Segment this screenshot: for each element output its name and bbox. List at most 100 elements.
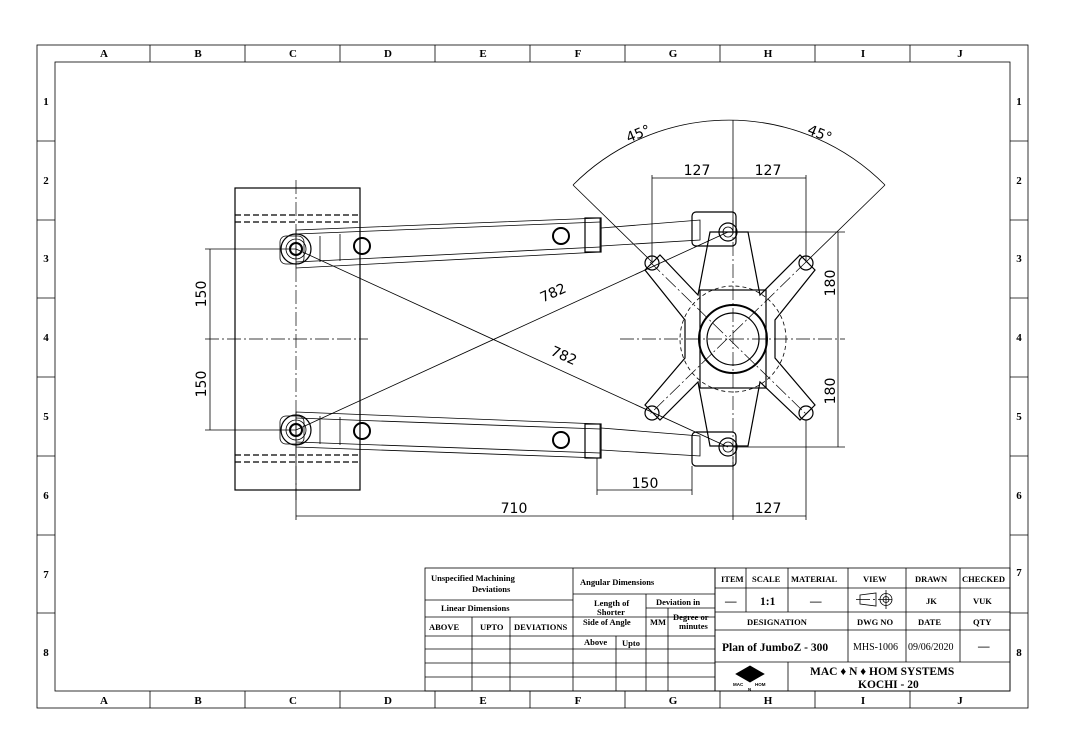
- tb-checked-label: CHECKED: [962, 574, 1005, 584]
- tb-material-label: MATERIAL: [791, 574, 837, 584]
- zone-col-f: F: [575, 48, 582, 60]
- tb-designation-value: Plan of JumboZ - 300: [722, 642, 828, 654]
- zone-col-f-bottom: F: [575, 695, 582, 707]
- tb-view-label: VIEW: [863, 574, 887, 584]
- zone-row-6-right: 6: [1016, 490, 1022, 502]
- logo-text-right: HOM: [755, 682, 766, 687]
- zone-col-g-bottom: G: [669, 695, 678, 707]
- dim-bottom-127: 127: [755, 501, 782, 517]
- tb-unspecified-title: Unspecified Machining: [431, 573, 516, 583]
- star-head-assembly: [620, 211, 845, 470]
- tb-deviations: DEVIATIONS: [514, 622, 567, 632]
- sheet-border: [36, 44, 1029, 709]
- zone-row-4: 4: [43, 332, 49, 344]
- tb-scale-label: SCALE: [752, 574, 781, 584]
- zone-row-6: 6: [43, 490, 49, 502]
- tb-company-line1: MAC ♦ N ♦ HOM SYSTEMS: [810, 666, 954, 678]
- zone-col-d-bottom: D: [384, 695, 392, 707]
- zone-col-a-bottom: A: [100, 695, 108, 707]
- dim-right-upper-180: 180: [823, 270, 839, 297]
- zone-row-3-right: 3: [1016, 253, 1022, 265]
- zone-row-5-right: 5: [1016, 411, 1022, 423]
- zone-labels-right: 1 2 3 4 5 6 7 8: [1016, 96, 1022, 659]
- tb-dwg-no-label: DWG NO: [857, 617, 894, 627]
- zone-labels-left: 1 2 3 4 5 6 7 8: [43, 96, 49, 659]
- tb-minutes: minutes: [679, 621, 709, 631]
- dim-bottom-710: 710: [501, 501, 528, 517]
- zone-labels-bottom: A B C D E F G H I J: [100, 695, 963, 707]
- projection-symbol-icon: [856, 590, 894, 609]
- tb-designation-label: DESIGNATION: [747, 617, 808, 627]
- tb-qty-label: QTY: [973, 617, 991, 627]
- diagonal-dimension-lines: [295, 231, 729, 448]
- zone-row-2-right: 2: [1016, 175, 1022, 187]
- dim-top-left-127: 127: [684, 163, 711, 179]
- tb-ang-above: Above: [584, 637, 607, 647]
- tb-shorter: Shorter: [597, 607, 625, 617]
- zone-col-g: G: [669, 48, 678, 60]
- zone-col-c-bottom: C: [289, 695, 297, 707]
- tb-above: ABOVE: [429, 622, 460, 632]
- company-logo: MAC HOM N: [733, 665, 766, 692]
- left-vertical-dims: [205, 248, 296, 431]
- zone-row-8-right: 8: [1016, 647, 1022, 659]
- title-block: Unspecified Machining Deviations Linear …: [424, 567, 1011, 692]
- dim-left-upper-150: 150: [194, 281, 210, 308]
- zone-row-7: 7: [43, 569, 49, 581]
- zone-row-1: 1: [43, 96, 49, 108]
- tb-date-value: 09/06/2020: [908, 642, 954, 653]
- logo-text-bottom: N: [748, 687, 751, 692]
- dim-right-lower-180: 180: [823, 378, 839, 405]
- zone-row-7-right: 7: [1016, 567, 1022, 579]
- tb-angular-dimensions: Angular Dimensions: [580, 577, 655, 587]
- tb-date-label: DATE: [918, 617, 941, 627]
- top-horizontal-dims: [651, 175, 807, 262]
- tb-qty-value: —: [977, 641, 990, 653]
- tb-length-of: Length of: [594, 598, 629, 608]
- zone-col-c: C: [289, 48, 297, 60]
- tb-dwg-no-value: MHS-1006: [853, 642, 898, 653]
- tb-checked-value: VUK: [973, 596, 992, 606]
- zone-row-4-right: 4: [1016, 332, 1022, 344]
- tb-unspecified-title2: Deviations: [472, 584, 511, 594]
- tb-upto: UPTO: [480, 622, 504, 632]
- bottom-long-dims: [295, 420, 807, 520]
- zone-col-h-bottom: H: [764, 695, 773, 707]
- right-vertical-dims: [733, 231, 845, 448]
- zone-col-j-bottom: J: [957, 695, 963, 707]
- zone-col-a: A: [100, 48, 108, 60]
- zone-col-d: D: [384, 48, 392, 60]
- logo-text-left: MAC: [733, 682, 744, 687]
- tb-ang-upto: Upto: [622, 638, 640, 648]
- tb-item-label: ITEM: [721, 574, 744, 584]
- zone-col-i: I: [861, 48, 865, 60]
- tb-drawn-value: JK: [926, 596, 937, 606]
- dim-angle-left: 45°: [624, 122, 653, 146]
- zone-row-2: 2: [43, 175, 49, 187]
- dim-top-right-127: 127: [755, 163, 782, 179]
- zone-col-b: B: [194, 48, 202, 60]
- tb-deviation-in: Deviation in: [656, 597, 700, 607]
- zone-col-e-bottom: E: [479, 695, 486, 707]
- dim-angle-right: 45°: [805, 122, 834, 146]
- lower-arm: [279, 411, 701, 459]
- tb-degree-or: Degree or: [673, 612, 709, 622]
- tb-mm: MM: [650, 617, 666, 627]
- zone-labels-top: A B C D E F G H I J: [100, 48, 963, 60]
- dim-left-lower-150: 150: [194, 371, 210, 398]
- dim-diagonal-lower: 782: [548, 344, 579, 369]
- tb-item-value: —: [724, 596, 737, 608]
- dim-diagonal-upper: 782: [538, 281, 569, 306]
- zone-col-j: J: [957, 48, 963, 60]
- zone-row-1-right: 1: [1016, 96, 1022, 108]
- zone-col-b-bottom: B: [194, 695, 202, 707]
- zone-col-i-bottom: I: [861, 695, 865, 707]
- dim-bottom-150: 150: [632, 476, 659, 492]
- bottom-150-dim: [596, 458, 693, 495]
- tb-company-line2: KOCHI - 20: [858, 679, 919, 691]
- zone-row-5: 5: [43, 411, 49, 423]
- upper-arm: [279, 217, 701, 269]
- zone-row-3: 3: [43, 253, 49, 265]
- zone-row-8: 8: [43, 647, 49, 659]
- angle-arc: [572, 119, 886, 263]
